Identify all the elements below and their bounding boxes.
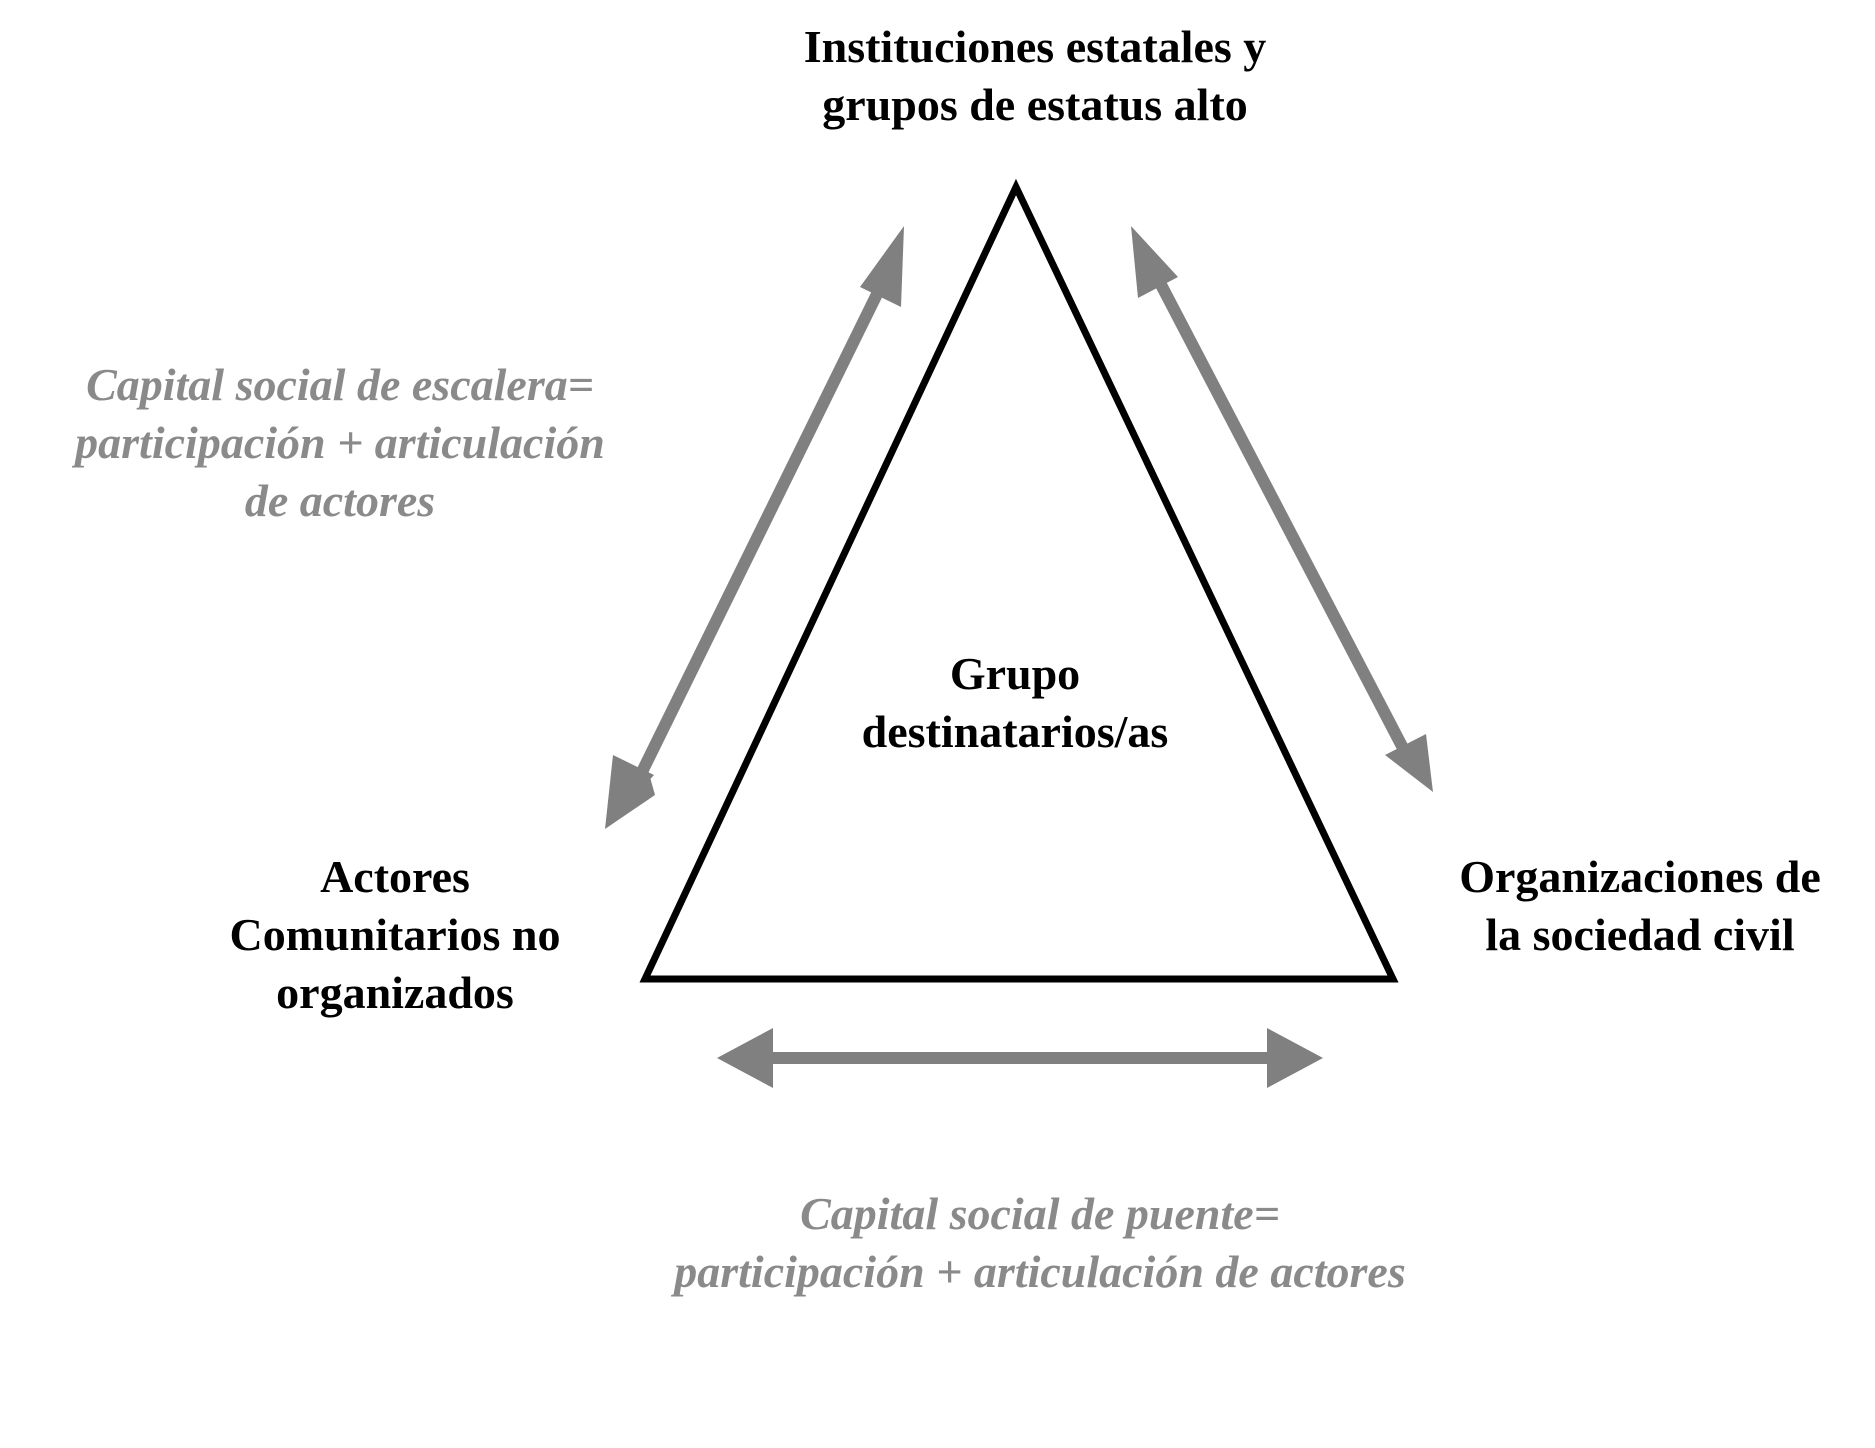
ladder-note-line-1: Capital social de escalera= xyxy=(86,359,594,410)
node-left-line-2: Comunitarios no xyxy=(229,909,561,960)
node-center-line-1: Grupo xyxy=(949,648,1081,699)
bridge-capital-annotation: Capital social de puente= participación … xyxy=(610,1185,1470,1301)
node-right-line-1: Organizaciones de xyxy=(1459,851,1821,902)
node-center-line-2: destinatarios/as xyxy=(861,706,1169,757)
ladder-capital-annotation: Capital social de escalera= participació… xyxy=(30,356,650,530)
node-left-line-3: organizados xyxy=(276,967,514,1018)
node-right-label: Organizaciones de la sociedad civil xyxy=(1420,848,1860,964)
bridge-note-line-2: participación + articulación de actores xyxy=(674,1246,1406,1297)
ladder-note-line-3: de actores xyxy=(244,475,436,526)
node-left-label: Actores Comunitarios no organizados xyxy=(195,848,595,1022)
node-top-label: Instituciones estatales y grupos de esta… xyxy=(735,18,1335,134)
node-right-line-2: la sociedad civil xyxy=(1485,909,1795,960)
ladder-note-line-2: participación + articulación xyxy=(75,417,605,468)
triangle-outline xyxy=(639,178,1399,983)
arrow-left-top xyxy=(605,226,904,829)
node-center-label: Grupo destinatarios/as xyxy=(815,645,1215,761)
node-left-line-1: Actores xyxy=(320,851,470,902)
arrow-top-right xyxy=(1131,226,1433,792)
node-top-line-1: Instituciones estatales y xyxy=(803,21,1267,72)
bridge-note-line-1: Capital social de puente= xyxy=(800,1188,1280,1239)
node-top-line-2: grupos de estatus alto xyxy=(822,79,1248,130)
arrow-left-right xyxy=(717,1028,1323,1088)
